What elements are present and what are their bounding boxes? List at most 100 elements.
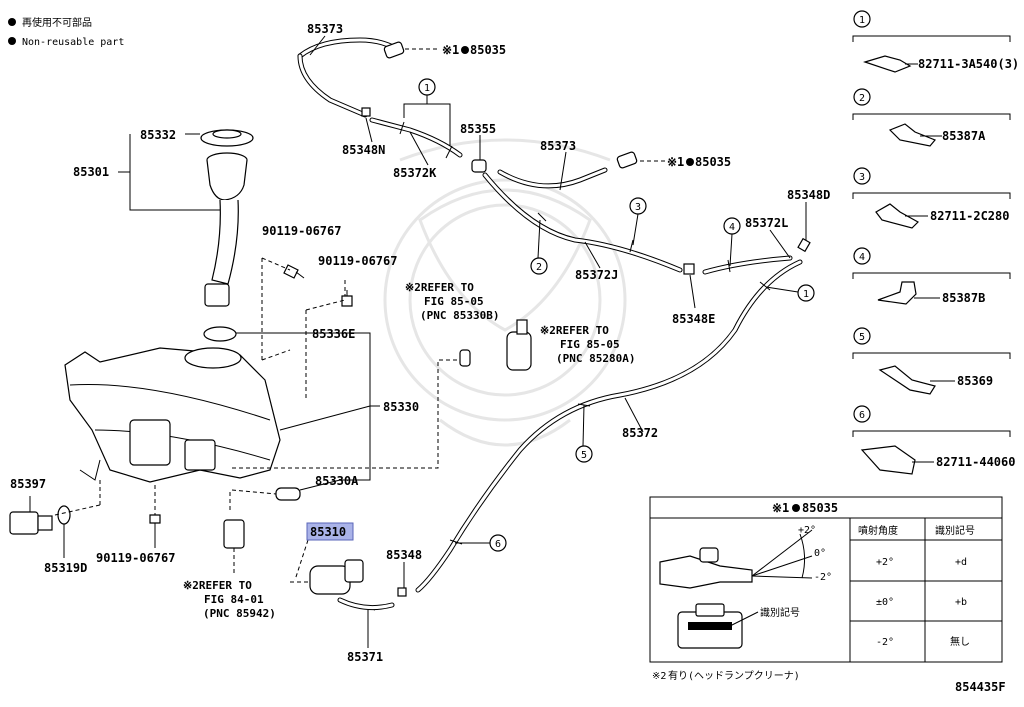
- hose-85371[interactable]: [337, 597, 395, 611]
- pump-ref-85280A[interactable]: [506, 319, 532, 371]
- label-85371: 85371: [347, 650, 383, 664]
- svg-text:FIG 84-01: FIG 84-01: [204, 593, 264, 606]
- svg-text:+d: +d: [955, 557, 967, 568]
- angle-zero: 0°: [814, 548, 826, 559]
- side-part-5: 85369: [957, 374, 993, 388]
- svg-text:+2°: +2°: [876, 557, 894, 568]
- side-part-4: 85387B: [942, 291, 985, 305]
- svg-text:※2REFER TO: ※2REFER TO: [405, 281, 474, 294]
- filler-pipe-85301[interactable]: [204, 152, 248, 307]
- filler-cap-85332[interactable]: [200, 129, 254, 147]
- svg-text:5: 5: [581, 450, 587, 461]
- label-85397: 85397: [10, 477, 46, 491]
- label-85348E: 85348E: [672, 312, 715, 326]
- clamp-variant-6: 6 82711-44060: [852, 405, 1015, 475]
- connector-ref-85942[interactable]: [223, 519, 245, 549]
- label-85373-top: 85373: [307, 22, 343, 36]
- side-panel-clamps: 1 82711-3A540(3) 2 85387A 3 82711-2C280 …: [852, 10, 1019, 475]
- hose-85373-mid[interactable]: [497, 167, 608, 189]
- nozzle-85035-b[interactable]: [616, 151, 638, 169]
- clamp-variant-5: 5 85369: [852, 327, 1011, 395]
- joint-85348E[interactable]: [683, 263, 695, 275]
- footnote: ※2 有り(ヘッドランプクリーナ): [652, 669, 800, 682]
- clamp-variant-4: 4 85387B: [852, 247, 1011, 305]
- watermark-emblem: [383, 138, 627, 447]
- bolt-90119-b[interactable]: [341, 290, 353, 307]
- svg-text:6: 6: [495, 539, 501, 550]
- svg-text:2: 2: [859, 93, 865, 104]
- table-header-angle: 噴射角度: [858, 524, 898, 537]
- joint-85348[interactable]: [397, 587, 407, 597]
- nozzle-85035-a[interactable]: [383, 41, 405, 59]
- svg-text:3: 3: [859, 172, 865, 183]
- refer-note-85280A: ※2REFER TO FIG 85-05 (PNC 85280A): [540, 324, 635, 365]
- svg-text:5: 5: [859, 332, 865, 343]
- washer-tank-85330[interactable]: [64, 347, 281, 483]
- leader-lines: [29, 35, 807, 648]
- svg-text:3: 3: [635, 202, 641, 213]
- label-ref1-a: ※1: [442, 43, 459, 57]
- label-85373-mid: 85373: [540, 139, 576, 153]
- grommet-85330A[interactable]: [275, 487, 301, 501]
- side-part-3: 82711-2C280: [930, 209, 1009, 223]
- label-90119-a: 90119-06767: [262, 224, 341, 238]
- svg-text:※2REFER TO: ※2REFER TO: [540, 324, 609, 337]
- label-85310[interactable]: 85310: [310, 525, 346, 539]
- legend-jp: 再使用不可部品: [22, 16, 92, 29]
- svg-text:4: 4: [859, 252, 865, 263]
- table-ref1: ※1: [772, 501, 789, 515]
- svg-text:6: 6: [859, 410, 865, 421]
- grommet-85336E[interactable]: [203, 326, 237, 342]
- legend-en: Non-reusable part: [22, 37, 124, 48]
- id-mark-label: 識別記号: [760, 606, 800, 619]
- label-85035-b: 85035: [695, 155, 731, 169]
- side-part-2: 85387A: [942, 129, 986, 143]
- svg-text:※2REFER TO: ※2REFER TO: [183, 579, 252, 592]
- label-85332: 85332: [140, 128, 176, 142]
- hose-85373-top[interactable]: [297, 37, 398, 118]
- hose-85372J[interactable]: [482, 172, 683, 273]
- highlight-85310: [306, 522, 354, 541]
- label-85372K: 85372K: [393, 166, 437, 180]
- label-85372L: 85372L: [745, 216, 788, 230]
- label-85301: 85301: [73, 165, 109, 179]
- grommet-85319D[interactable]: [57, 505, 71, 525]
- level-sensor-85397[interactable]: [9, 511, 53, 535]
- joint-85348D[interactable]: [797, 237, 811, 253]
- clamp-variant-3: 3 82711-2C280: [852, 167, 1011, 229]
- legend: 再使用不可部品 Non-reusable part: [8, 16, 124, 48]
- label-85348D: 85348D: [787, 188, 830, 202]
- svg-text:(PNC 85280A): (PNC 85280A): [556, 352, 635, 365]
- svg-text:±0°: ±0°: [876, 597, 894, 608]
- grommet-ref-85330B[interactable]: [459, 349, 471, 367]
- side-part-1: 82711-3A540(3): [918, 57, 1019, 71]
- bolt-90119-c[interactable]: [149, 514, 161, 532]
- refer-note-85942: ※2REFER TO FIG 84-01 (PNC 85942): [183, 579, 276, 620]
- label-85372: 85372: [622, 426, 658, 440]
- svg-text:(PNC 85330B): (PNC 85330B): [420, 309, 499, 322]
- label-85035-a: 85035: [470, 43, 506, 57]
- angle-minus2: -2°: [814, 572, 832, 583]
- label-85348N: 85348N: [342, 143, 385, 157]
- diagram-code: 854435F: [955, 680, 1006, 694]
- clamp-variant-2: 2 85387A: [852, 88, 1011, 147]
- svg-text:+b: +b: [955, 597, 967, 608]
- svg-text:-2°: -2°: [876, 637, 894, 648]
- bolt-90119-a[interactable]: [283, 264, 305, 279]
- label-85355: 85355: [460, 122, 496, 136]
- label-85348: 85348: [386, 548, 422, 562]
- svg-text:2: 2: [536, 262, 542, 273]
- svg-text:FIG 85-05: FIG 85-05: [560, 338, 620, 351]
- svg-text:無し: 無し: [950, 635, 970, 648]
- clamp-variant-1: 1 82711-3A540(3): [852, 10, 1019, 73]
- joint-85355[interactable]: [471, 159, 487, 173]
- table-header-id: 識別記号: [935, 524, 975, 537]
- nozzle-angle-table: ※1 85035 噴射角度 識別記号 +2° +d ±0° +b -2° 無し …: [649, 496, 1003, 663]
- label-85336E: 85336E: [312, 327, 355, 341]
- hose-85372K[interactable]: [369, 117, 463, 158]
- hose-85372[interactable]: [415, 259, 803, 593]
- side-part-6: 82711-44060: [936, 455, 1015, 469]
- hose-85372L[interactable]: [702, 255, 793, 275]
- joint-85348N[interactable]: [361, 107, 371, 117]
